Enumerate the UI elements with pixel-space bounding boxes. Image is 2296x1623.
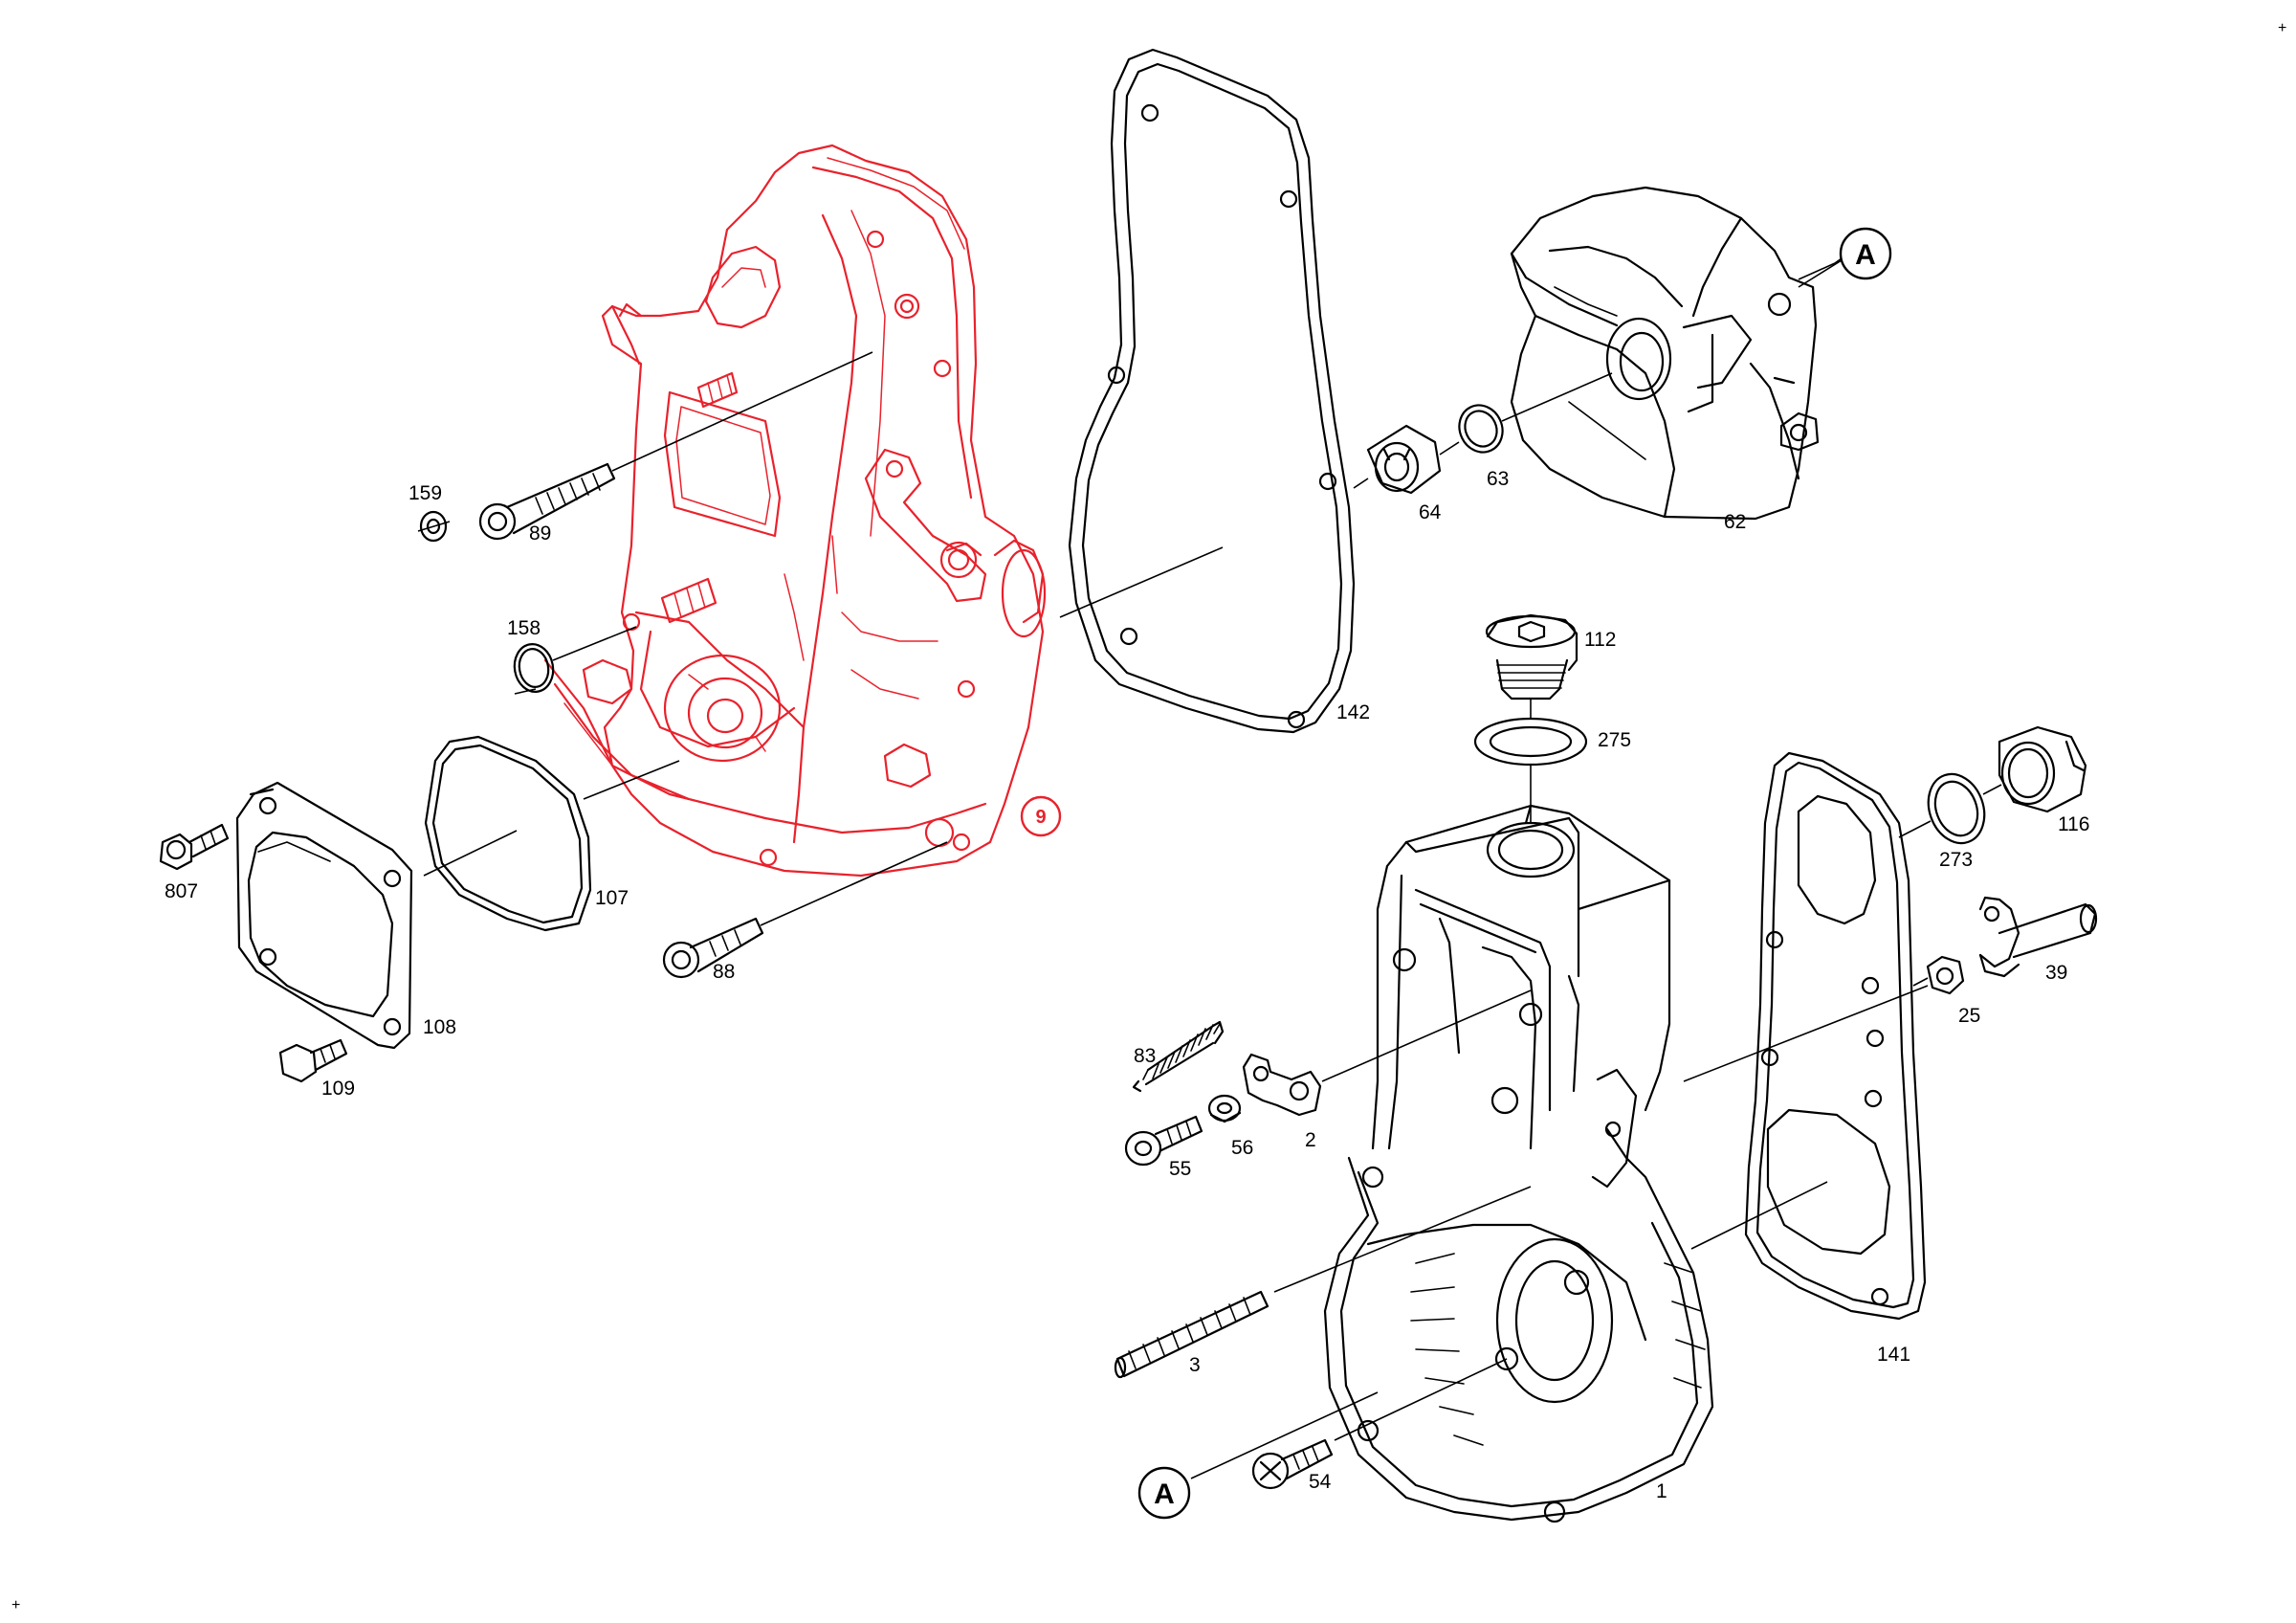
label-275: 275 (1598, 729, 1631, 751)
label-108: 108 (423, 1016, 456, 1038)
nut-64[interactable] (1366, 424, 1442, 495)
label-3: 3 (1189, 1354, 1201, 1376)
nut-116[interactable] (1998, 725, 2087, 813)
label-25: 25 (1958, 1005, 1980, 1027)
label-158: 158 (507, 617, 541, 639)
bolt-55[interactable] (1124, 1115, 1203, 1167)
nut-25[interactable] (1926, 955, 1965, 995)
highlighted-cover-assembly[interactable] (543, 144, 1047, 878)
stud-3[interactable] (1114, 1290, 1269, 1379)
label-107: 107 (595, 887, 629, 909)
callout-a-bottom[interactable]: A (1137, 1466, 1191, 1520)
leader-lines (417, 257, 2002, 1479)
gasket-141[interactable] (1744, 751, 1927, 1321)
callout-a-bottom-text: A (1154, 1478, 1175, 1510)
callout-9-text: 9 (1035, 807, 1046, 828)
clamp-39[interactable] (1978, 896, 2098, 978)
label-1: 1 (1656, 1480, 1667, 1502)
label-54: 54 (1309, 1471, 1332, 1493)
label-159: 159 (408, 482, 442, 504)
corner-mark-bottom-left: + (11, 1597, 20, 1613)
label-141: 141 (1877, 1344, 1910, 1366)
spring-83[interactable] (1132, 1020, 1225, 1093)
cover-plate-108[interactable] (235, 781, 413, 1050)
bolt-89[interactable] (478, 462, 616, 541)
corner-mark-top-right: + (2278, 20, 2286, 36)
ring-63[interactable] (1451, 398, 1510, 459)
label-2: 2 (1305, 1129, 1316, 1151)
washer-159[interactable] (419, 510, 448, 543)
washer-275[interactable] (1473, 717, 1588, 767)
label-142: 142 (1336, 701, 1370, 723)
label-55: 55 (1169, 1158, 1191, 1180)
bolt-109[interactable] (278, 1038, 348, 1083)
label-89: 89 (529, 522, 551, 545)
housing-62[interactable] (1510, 186, 1820, 521)
label-109: 109 (321, 1078, 355, 1100)
bolt-807[interactable] (159, 823, 230, 871)
ring-158[interactable] (511, 641, 557, 695)
label-62: 62 (1724, 511, 1746, 533)
label-39: 39 (2045, 962, 2067, 984)
gasket-107[interactable] (424, 735, 592, 932)
gasket-142[interactable] (1068, 48, 1356, 734)
label-88: 88 (713, 961, 735, 983)
housing-1[interactable] (1323, 804, 1714, 1523)
label-83: 83 (1134, 1045, 1156, 1067)
label-63: 63 (1487, 468, 1509, 490)
plug-112[interactable] (1485, 613, 1578, 700)
bracket-2[interactable] (1242, 1053, 1322, 1117)
screw-54[interactable] (1251, 1438, 1334, 1490)
washer-56[interactable] (1207, 1094, 1242, 1123)
label-56: 56 (1231, 1137, 1253, 1159)
callout-a-top-text: A (1855, 239, 1876, 271)
label-112: 112 (1584, 629, 1616, 651)
callout-a-top[interactable]: A (1798, 227, 1892, 288)
ring-273[interactable] (1919, 767, 1994, 852)
label-273: 273 (1939, 849, 1973, 871)
part-labels: 159 89 158 807 107 108 109 88 142 64 63 … (165, 468, 2089, 1502)
label-807: 807 (165, 880, 198, 902)
bolt-88[interactable] (662, 917, 764, 979)
label-116: 116 (2058, 813, 2089, 835)
label-64: 64 (1419, 501, 1442, 523)
callout-9[interactable]: 9 (1020, 795, 1062, 837)
